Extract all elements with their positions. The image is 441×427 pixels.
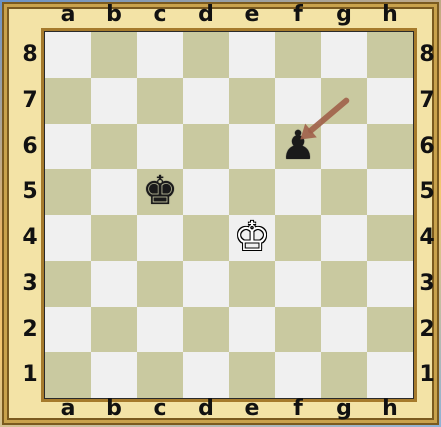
square-h1[interactable] <box>367 352 413 398</box>
rank-label-5-left: 5 <box>20 179 40 204</box>
square-h5[interactable] <box>367 169 413 215</box>
square-e5[interactable] <box>229 169 275 215</box>
square-e6[interactable] <box>229 124 275 170</box>
square-g4[interactable] <box>321 215 367 261</box>
black-pawn-icon[interactable]: ♟ <box>275 123 321 169</box>
square-g1[interactable] <box>321 352 367 398</box>
square-d3[interactable] <box>183 261 229 307</box>
square-f4[interactable] <box>275 215 321 261</box>
square-c6[interactable] <box>137 124 183 170</box>
square-d2[interactable] <box>183 307 229 353</box>
square-g8[interactable] <box>321 32 367 78</box>
file-label-d-top: d <box>183 2 229 27</box>
square-b7[interactable] <box>91 78 137 124</box>
square-e1[interactable] <box>229 352 275 398</box>
white-king-icon[interactable]: ♔ <box>229 214 275 260</box>
square-c8[interactable] <box>137 32 183 78</box>
square-d6[interactable] <box>183 124 229 170</box>
square-d1[interactable] <box>183 352 229 398</box>
square-d5[interactable] <box>183 169 229 215</box>
file-label-e-top: e <box>229 2 275 27</box>
square-d8[interactable] <box>183 32 229 78</box>
file-label-d-bottom: d <box>183 396 229 421</box>
square-g7[interactable] <box>321 78 367 124</box>
rank-label-7-left: 7 <box>20 88 40 113</box>
square-g2[interactable] <box>321 307 367 353</box>
square-f7[interactable] <box>275 78 321 124</box>
square-g6[interactable] <box>321 124 367 170</box>
square-d7[interactable] <box>183 78 229 124</box>
square-b1[interactable] <box>91 352 137 398</box>
square-h6[interactable] <box>367 124 413 170</box>
square-a6[interactable] <box>45 124 91 170</box>
file-label-g-bottom: g <box>321 396 367 421</box>
square-a8[interactable] <box>45 32 91 78</box>
square-d4[interactable] <box>183 215 229 261</box>
square-b5[interactable] <box>91 169 137 215</box>
file-label-e-bottom: e <box>229 396 275 421</box>
square-a1[interactable] <box>45 352 91 398</box>
square-c7[interactable] <box>137 78 183 124</box>
file-label-g-top: g <box>321 2 367 27</box>
rank-label-2-right: 2 <box>417 317 437 342</box>
square-h7[interactable] <box>367 78 413 124</box>
file-label-b-bottom: b <box>91 396 137 421</box>
square-g5[interactable] <box>321 169 367 215</box>
file-label-h-bottom: h <box>367 396 413 421</box>
square-b6[interactable] <box>91 124 137 170</box>
file-label-f-top: f <box>275 2 321 27</box>
rank-label-6-left: 6 <box>20 134 40 159</box>
square-f8[interactable] <box>275 32 321 78</box>
rank-label-8-left: 8 <box>20 42 40 67</box>
file-label-c-bottom: c <box>137 396 183 421</box>
file-label-h-top: h <box>367 2 413 27</box>
square-f2[interactable] <box>275 307 321 353</box>
rank-label-4-left: 4 <box>20 225 40 250</box>
rank-label-7-right: 7 <box>417 88 437 113</box>
rank-label-1-left: 1 <box>20 362 40 387</box>
rank-label-3-right: 3 <box>417 271 437 296</box>
square-e7[interactable] <box>229 78 275 124</box>
rank-label-1-right: 1 <box>417 362 437 387</box>
square-f3[interactable] <box>275 261 321 307</box>
rank-label-8-right: 8 <box>417 42 437 67</box>
rank-label-3-left: 3 <box>20 271 40 296</box>
file-label-b-top: b <box>91 2 137 27</box>
square-h4[interactable] <box>367 215 413 261</box>
black-king-icon[interactable]: ♚ <box>137 168 183 214</box>
square-e3[interactable] <box>229 261 275 307</box>
square-f5[interactable] <box>275 169 321 215</box>
square-b2[interactable] <box>91 307 137 353</box>
file-label-a-top: a <box>45 2 91 27</box>
square-a2[interactable] <box>45 307 91 353</box>
square-c3[interactable] <box>137 261 183 307</box>
rank-label-5-right: 5 <box>417 179 437 204</box>
square-e2[interactable] <box>229 307 275 353</box>
square-b3[interactable] <box>91 261 137 307</box>
square-c1[interactable] <box>137 352 183 398</box>
square-b4[interactable] <box>91 215 137 261</box>
rank-label-2-left: 2 <box>20 317 40 342</box>
square-a5[interactable] <box>45 169 91 215</box>
square-c2[interactable] <box>137 307 183 353</box>
file-label-c-top: c <box>137 2 183 27</box>
square-g3[interactable] <box>321 261 367 307</box>
rank-label-4-right: 4 <box>417 225 437 250</box>
square-h3[interactable] <box>367 261 413 307</box>
square-e8[interactable] <box>229 32 275 78</box>
square-c4[interactable] <box>137 215 183 261</box>
square-b8[interactable] <box>91 32 137 78</box>
square-f1[interactable] <box>275 352 321 398</box>
file-label-a-bottom: a <box>45 396 91 421</box>
square-h8[interactable] <box>367 32 413 78</box>
square-h2[interactable] <box>367 307 413 353</box>
rank-label-6-right: 6 <box>417 134 437 159</box>
square-a3[interactable] <box>45 261 91 307</box>
square-a7[interactable] <box>45 78 91 124</box>
square-a4[interactable] <box>45 215 91 261</box>
file-label-f-bottom: f <box>275 396 321 421</box>
